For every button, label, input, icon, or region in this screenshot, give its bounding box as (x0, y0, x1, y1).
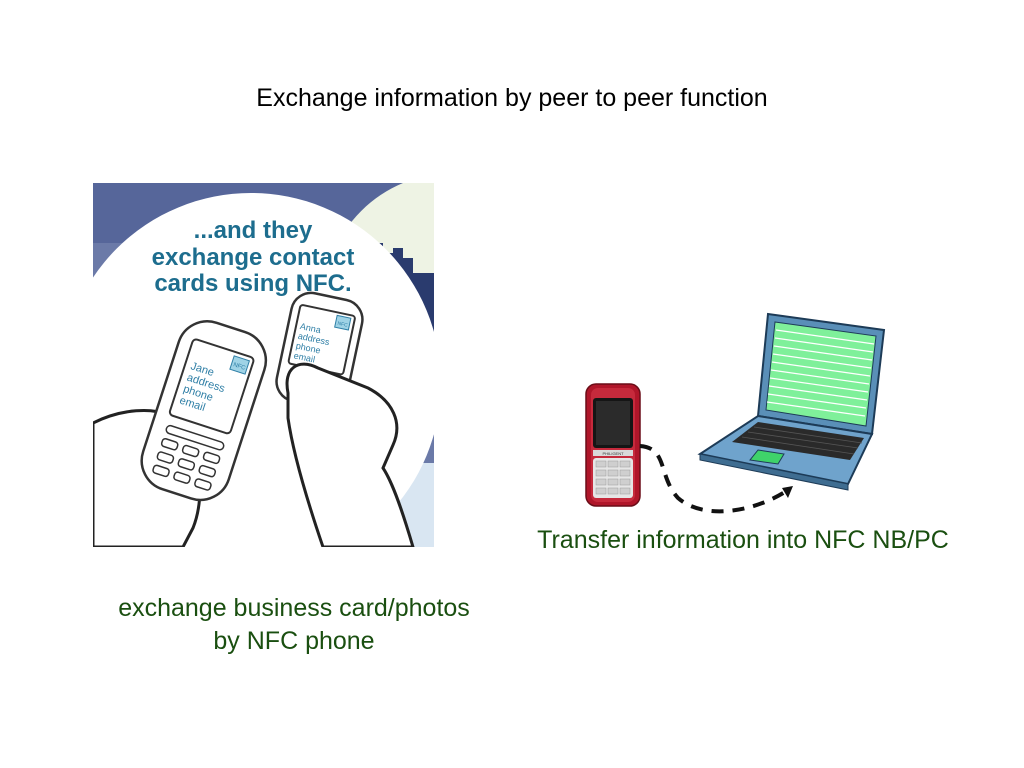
headline-line-1: ...and they (194, 217, 313, 244)
laptop (697, 312, 886, 491)
transfer-arrowhead (782, 486, 793, 498)
caption-exchange: exchange business card/photos by NFC pho… (60, 592, 528, 658)
nfc-phone: PHILIGENT (585, 383, 641, 507)
phone-to-laptop-illustration: PHILIGENT (578, 308, 898, 520)
left-phone-nfc-badge: NFC (232, 362, 246, 372)
svg-text:exchange contact: exchange contact (152, 244, 355, 271)
headline-line-3: cards using NFC. (154, 270, 351, 297)
headline-line-2: exchange contact (152, 244, 355, 271)
right-phone-line-4: email (293, 350, 316, 364)
right-hand (285, 362, 415, 547)
right-phone-line-1: Anna (299, 321, 322, 335)
svg-text:cards using NFC.: cards using NFC. (154, 270, 351, 297)
slide-title: Exchange information by peer to peer fun… (256, 84, 768, 112)
caption-exchange-line-1: exchange business card/photos (118, 594, 470, 622)
phone-brand-label: PHILIGENT (602, 451, 624, 456)
svg-text:...and they: ...and they (194, 217, 313, 244)
right-phone-nfc-badge: NFC (337, 321, 349, 329)
transfer-arrow (639, 444, 790, 514)
caption-exchange-line-2: by NFC phone (213, 627, 375, 655)
caption-transfer: Transfer information into NFC NB/PC (537, 526, 949, 554)
nfc-exchange-illustration: ...and they exchange contact cards using… (93, 183, 434, 547)
left-phone: NFC Jane address phone email (140, 320, 268, 502)
